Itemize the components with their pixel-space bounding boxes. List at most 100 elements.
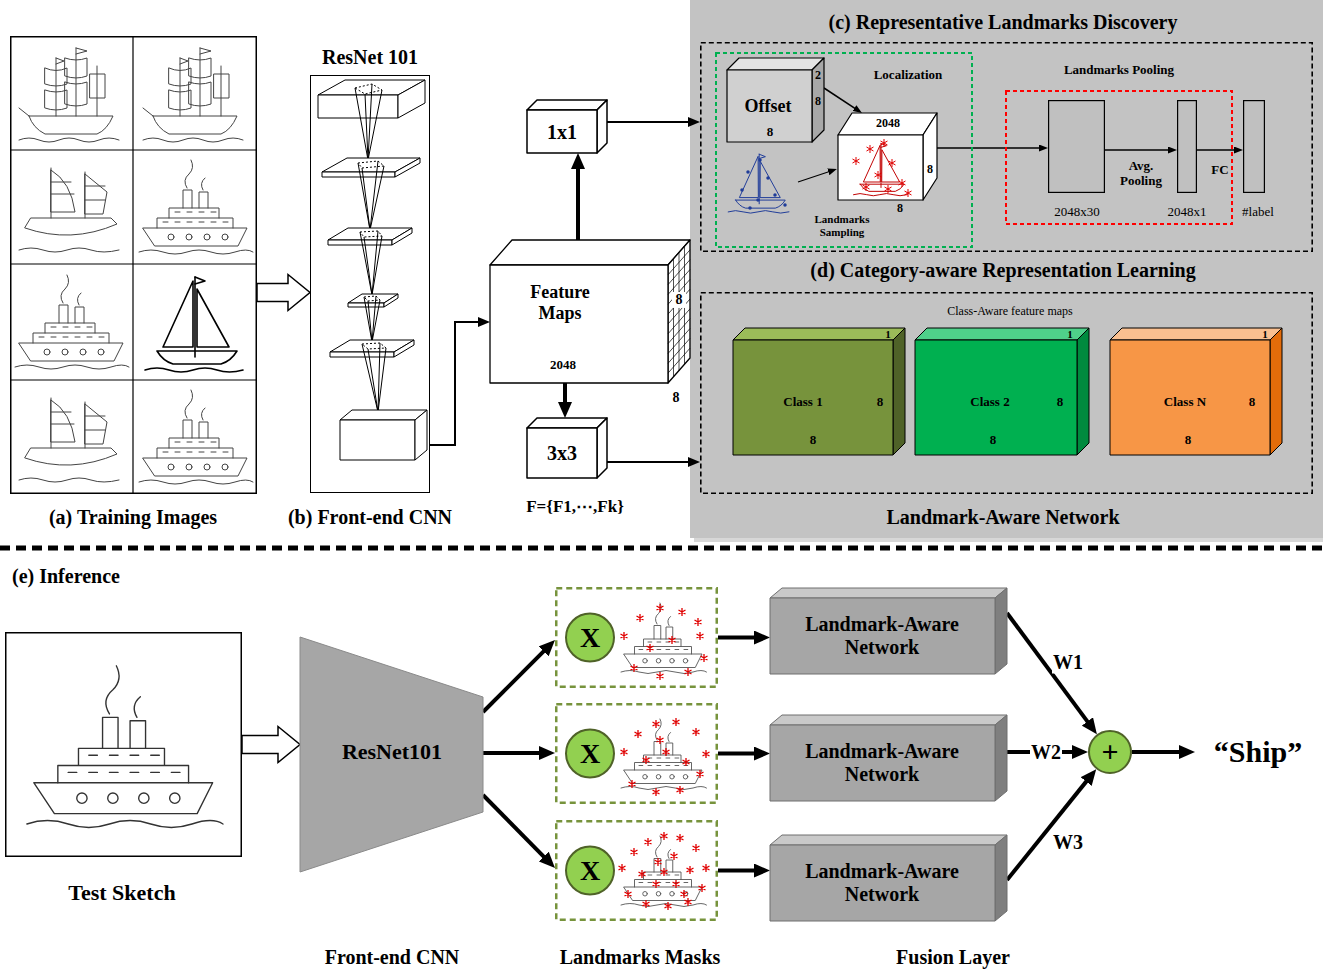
cnn-layer-stack [340,410,427,420]
group-label: Class-Aware feature maps [900,305,1120,319]
stage-caption: Fusion Layer [863,946,1043,969]
edge-label: W1 [1052,651,1084,674]
connector-arrow [563,383,567,410]
connector-arrow [937,147,1045,149]
node-outline [527,110,597,153]
connector-arrow [483,646,549,712]
node-outline [1049,101,1105,193]
dimension-label: 8 [925,163,935,177]
node-outline [727,58,824,142]
connector-arrow [1197,149,1240,151]
dimension-label: 8 [987,433,999,448]
training-sketches [15,275,129,369]
landmark-mask-sketches [621,719,707,790]
section-title: (d) Category-aware Representation Learni… [763,259,1243,282]
panel-caption: Landmark-Aware Network [843,506,1163,529]
cnn-layer-stack [364,296,380,342]
dimension-label: 8 [669,390,683,406]
landmark-stars [853,139,912,197]
node-label: #label [1233,205,1283,220]
connector-arrow [576,161,580,240]
edge-label: FC [1205,163,1235,178]
conv3x3-box: 3x3F={F1,⋯,Fk} [527,418,607,478]
dimension-label: 8 [672,292,686,308]
pooled-vector-bar: 2048x1 [1177,100,1197,193]
node-outline [597,100,607,153]
section-divider [0,546,1323,551]
test-sketch-box: Test Sketch [5,632,242,857]
landmark-stars [619,604,710,910]
dimension-label: 8 [1054,395,1066,410]
cnn-layer-stack [384,294,398,307]
node-outline [490,240,690,265]
cnn-layer-stack [362,343,386,412]
landmark-feature-cube: 204888 [838,113,937,200]
dimension-label: 1 [1065,328,1075,341]
node-outline [527,428,597,478]
node-label: Offset [733,96,803,117]
landmark-mask-box: X [555,703,718,804]
cnn-layer-stack [328,240,392,245]
node-outline [1048,100,1105,193]
landmark-mask-sketches [621,603,707,674]
node-outline [701,43,1312,251]
landmark-mask-box: X [555,820,718,921]
cnn-layer-stack [360,231,382,237]
multiply-symbol [566,847,614,895]
node-outline [770,598,995,674]
cnn-layer-stack [360,231,382,295]
node-outline [1110,328,1282,455]
node-outline [770,588,1007,598]
connector-arrow [718,636,762,640]
landmark-stars [621,718,710,796]
node-outline [5,632,242,857]
connector-arrow [718,869,762,873]
dimension-label: 8 [763,125,777,140]
section-title: (e) Inference [12,565,232,588]
node-outline [995,588,1007,674]
cnn-layer-stack [364,296,380,301]
node-outline [1177,100,1197,193]
node-label: Landmark-Aware Network [777,613,987,659]
dimension-label: 8 [1182,433,1194,448]
cnn-layer-stack [340,420,415,460]
training-image-grid [10,36,257,494]
node-outline [556,821,717,920]
stage-caption: Front-end CNN [292,946,492,969]
node-outline [1089,731,1131,773]
node-outline [311,76,430,493]
node-outline [6,633,242,857]
section-title: (c) Representative Landmarks Discovery [783,11,1223,34]
connector-arrow [483,795,549,862]
connector-arrow [1007,775,1091,880]
category-aware-box: (d) Category-aware Representation Learni… [700,292,1313,494]
node-outline [555,820,718,921]
fusion-sum-circle: + [1088,730,1132,774]
node-label: Localization [863,68,953,83]
training-sketches [139,160,253,254]
node-outline [995,715,1007,801]
node-label: + [1095,735,1125,770]
panel-background [690,0,1323,542]
node-outline [1110,328,1282,340]
block-arrow [257,274,310,310]
node-outline [1178,101,1197,193]
node-label: Class N [1150,395,1220,410]
node-outline [668,240,690,383]
dimension-label: 8 [807,433,819,448]
node-outline [770,845,995,921]
landmark-sketch [854,144,908,196]
node-outline [527,100,607,110]
test-sketch-drawing [27,666,223,828]
node-label: “Ship” [1196,735,1321,770]
landmark-stars [621,604,708,680]
cnn-layer-stack [398,80,425,118]
cnn-layer-stack [355,84,382,160]
image-grid-panel: (a) Training Images [10,36,257,494]
node-outline [733,328,905,455]
node-label: X [572,621,608,653]
class-feature-cube: Class 1881 [733,328,905,455]
training-sketches [15,48,253,484]
node-outline [555,587,718,688]
